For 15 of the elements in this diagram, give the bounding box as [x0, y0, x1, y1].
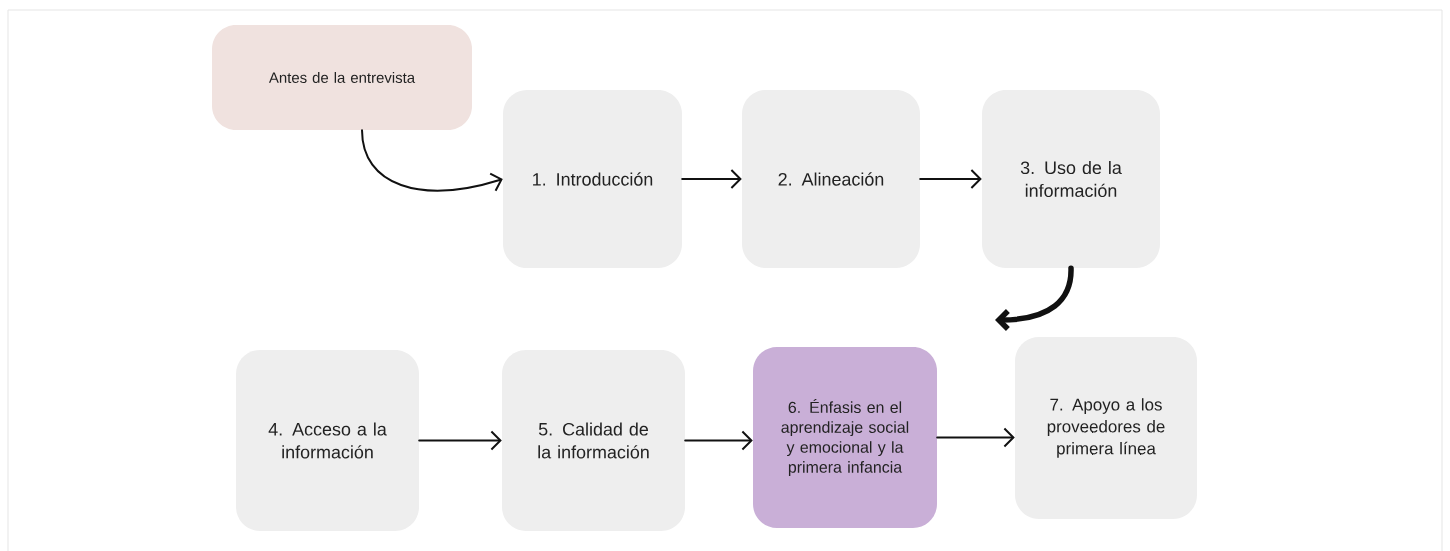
step-box: 4. Acceso a la información — [236, 350, 419, 531]
highlighted-step-box: 6. Énfasis en el aprendizaje social y emocional y la primera infancia — [753, 347, 937, 528]
step-box: 2. Alineación — [742, 90, 920, 268]
step-box: 3. Uso de la información — [982, 90, 1160, 268]
start-box: Antes de la entrevista — [212, 25, 472, 130]
arrow — [936, 427, 1015, 448]
arrow — [418, 430, 502, 451]
step-box: 5. Calidad de la información — [502, 350, 685, 531]
arrow — [684, 430, 753, 451]
step-box: 7. Apoyo a los proveedores de primera línea — [1015, 337, 1197, 519]
step-box: 1. Introducción — [503, 90, 682, 268]
arrow — [919, 169, 982, 189]
arrow — [681, 169, 742, 189]
arrow — [361, 129, 503, 192]
arrow — [995, 265, 1074, 331]
